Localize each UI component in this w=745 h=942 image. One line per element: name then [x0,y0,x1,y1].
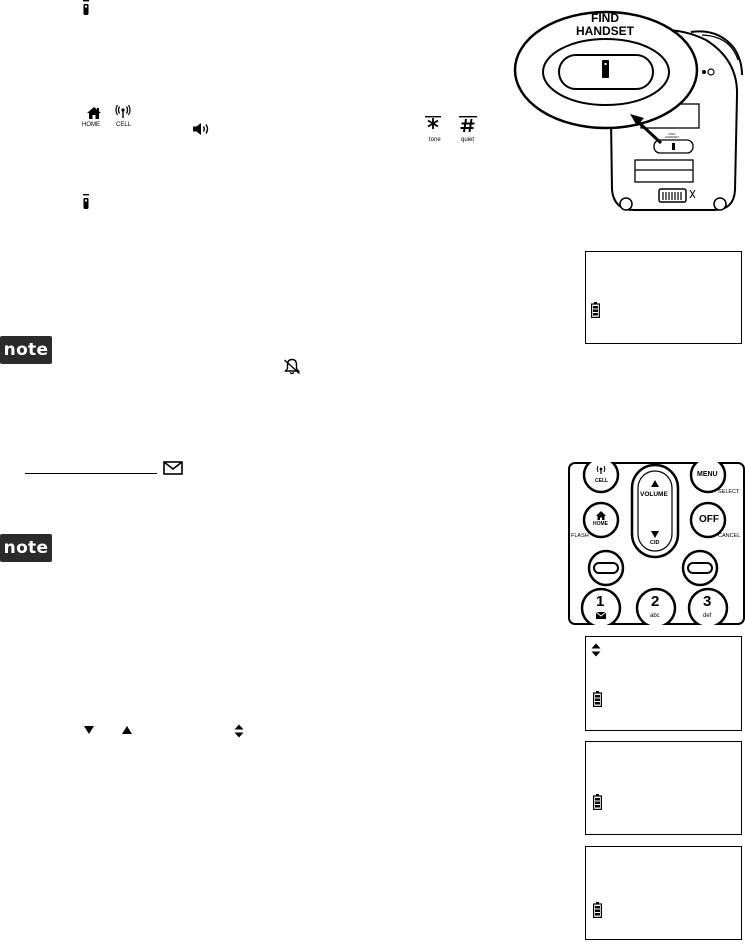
up-down-arrow-icon [234,724,244,738]
cell-antenna-icon [115,105,131,118]
tone-key-label: tone [429,137,441,143]
battery-icon [593,794,602,810]
handset-icon [83,194,89,209]
small-find-handset-line1: FIND [668,132,676,136]
envelope-icon [163,461,183,475]
home-icon [87,107,101,119]
digit-2-label: 2 [651,593,660,610]
speaker-icon [193,123,209,135]
find-handset-label: FIND HANDSET [562,12,648,37]
note-badge: note [0,534,52,562]
digit-3-label: 3 [703,593,712,610]
small-find-handset-line2: HANDSET [664,135,680,140]
telephone-base-figure [513,10,743,211]
keypad-figure: CELL VOLUME CID MENU SELECT HOME FLASH O… [568,462,745,625]
digit-1-label: 1 [596,593,605,610]
volume-label: VOLUME [640,491,668,498]
cid-label: CID [650,540,660,546]
menu-button-label: MENU [697,471,718,478]
find-handset-label-line2: HANDSET [575,23,634,38]
up-down-arrow-icon [591,643,601,657]
battery-icon [591,302,600,318]
find-handset-label-line1: FIND [591,11,619,25]
keypad-drawing [568,462,745,625]
down-arrow-icon [84,726,94,734]
ringer-off-icon [284,358,300,375]
small-find-handset-label: FIND HANDSET [660,132,684,140]
cancel-label: CANCEL [718,533,741,539]
handset-screen-2 [585,636,742,731]
pound-key-icon [459,116,477,133]
flash-label: FLASH [571,533,589,539]
battery-icon [593,902,602,918]
letters-2-label: abc [650,613,660,619]
quiet-key-label: quiet [461,137,475,143]
cell-key-label: CELL [116,122,132,128]
handset-screen-3 [585,741,742,835]
battery-icon [593,691,602,707]
underline-blank [25,473,157,475]
handset-icon [83,0,89,15]
handset-screen-1 [585,251,742,344]
home-key-label: HOME [82,122,100,128]
handset-screen-4 [585,846,742,940]
letters-3-label: def [703,613,712,619]
cell-button-label: CELL [595,478,609,484]
note-badge: note [0,336,52,364]
select-label: SELECT [718,489,740,495]
off-button-label: OFF [699,514,719,525]
home-button-label: HOME [593,521,608,527]
up-arrow-icon [122,726,132,734]
star-key-icon [425,116,441,129]
